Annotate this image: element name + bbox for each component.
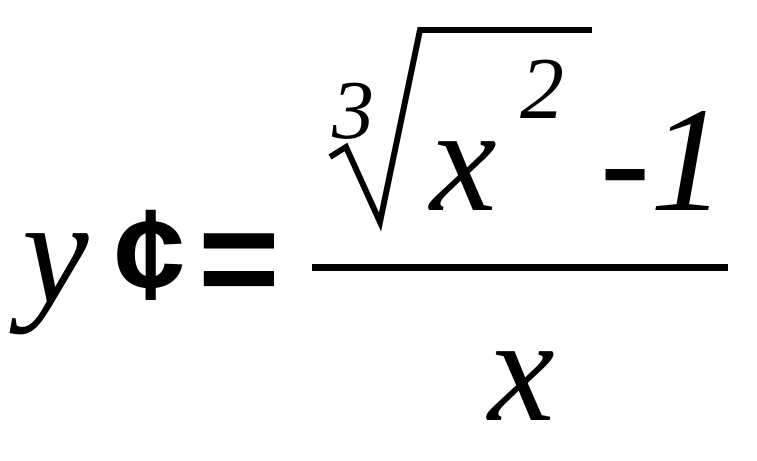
denominator-x: x: [486, 287, 555, 453]
prime-mark: ¢: [114, 183, 185, 326]
fraction-bar: [312, 264, 728, 271]
radicand-exponent: 2: [520, 41, 564, 138]
root-index: 3: [331, 64, 374, 157]
radical-sign: [328, 27, 592, 232]
lhs-variable-y: y: [9, 169, 89, 335]
constant-one: 1: [650, 77, 725, 243]
equals-sign: =: [198, 179, 280, 336]
minus-sign: -: [600, 77, 650, 243]
radicand-base-x: x: [428, 77, 497, 243]
